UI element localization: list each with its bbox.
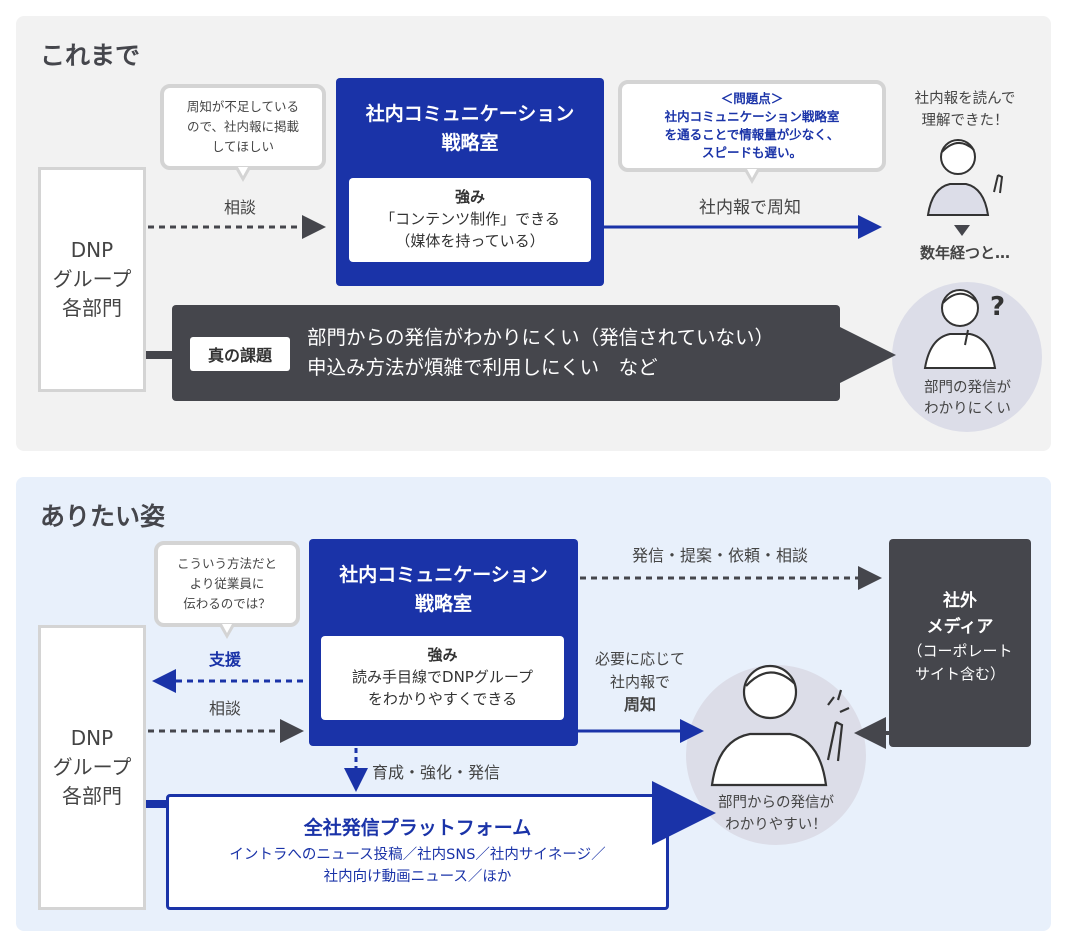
consult-label: 相談 xyxy=(223,198,256,217)
strength-line: 「コンテンツ制作」できる xyxy=(380,210,560,229)
media-sub-line: （コーポレート xyxy=(907,642,1013,660)
strategy-office-box: 社内コミュニケーション 戦略室 強み 「コンテンツ制作」できる （媒体を持ってい… xyxy=(336,78,604,286)
bubble-line: ＜問題点＞ xyxy=(720,90,784,106)
strength-title: 強み xyxy=(427,646,458,665)
idea-bubble: こういう方法だとより従業員に伝わるのでは？ xyxy=(154,541,300,639)
strength-box: 強み 「コンテンツ制作」できる （媒体を持っている） xyxy=(349,178,591,262)
strategy-title: 社内コミュニケーション 戦略室 xyxy=(339,564,548,616)
platform-line: 社内向け動画ニュース／ほか xyxy=(323,869,512,886)
notify-label: 社内報で周知 xyxy=(699,198,801,218)
bubble-line: こういう方法だと xyxy=(176,556,277,571)
bubble-line: ので、社内報に掲載 xyxy=(186,119,299,134)
result-line: わかりにくい xyxy=(924,401,1011,418)
as-needed-line: 社内報で xyxy=(609,672,670,691)
bubble-line: 社内コミュニケーション戦略室 xyxy=(664,108,840,124)
as-needed-line: 必要に応じて xyxy=(594,650,685,668)
strategy-office-box: 社内コミュニケーション 戦略室 強み 読み手目線でDNPグループ をわかりやすく… xyxy=(309,539,578,746)
strength-box: 強み 読み手目線でDNPグループ をわかりやすくできる xyxy=(321,636,564,720)
platform-line: イントラへのニュース投稿／社内SNS／社内サイネージ／ xyxy=(229,847,606,863)
issue-line: 部門からの発信がわかりにくい（発信されていない） xyxy=(307,326,775,349)
consult-label: 相談 xyxy=(208,699,241,718)
bubble-line: スピードも遅い。 xyxy=(701,145,802,161)
platform-box: 全社発信プラットフォーム イントラへのニュース投稿／社内SNS／社内サイネージ／… xyxy=(166,794,669,910)
issue-line: 申込み方法が煩雑で利用しにくい など xyxy=(307,356,658,380)
media-title-line: 社外 xyxy=(943,591,977,611)
result-line: 部門からの発信が xyxy=(718,795,834,811)
bubble-line: より従業員に xyxy=(189,576,265,591)
strength-title: 強み xyxy=(454,188,485,207)
external-media-box: 社外メディア （コーポレートサイト含む） xyxy=(889,539,1031,747)
as-needed-text: 必要に応じて社内報で周知 xyxy=(585,648,695,717)
bubble-line: 伝わるのでは？ xyxy=(183,596,271,611)
reader-line: 社内報を読んで xyxy=(914,91,1016,107)
result-text: 部門からの発信がわかりやすい！ xyxy=(690,793,862,837)
bubble-line: してほしい xyxy=(211,139,275,154)
years-later: 数年経つと… xyxy=(919,244,1010,262)
bubble-line: 周知が不足している xyxy=(186,99,300,114)
strength-line: 読み手目線でDNPグループ xyxy=(352,668,533,687)
support-label: 支援 xyxy=(208,650,241,669)
dept-box: DNP グループ 各部門 xyxy=(38,625,146,910)
request-bubble: 周知が不足しているので、社内報に掲載してほしい xyxy=(160,84,326,182)
result-line: 部門の発信が xyxy=(924,380,1011,396)
problem-bubble: ＜問題点＞ 社内コミュニケーション戦略室を通ることで情報量が少なく、スピードも遅い… xyxy=(618,80,886,184)
reader-text: 社内報を読んで理解できた！ xyxy=(895,89,1035,133)
result-line: わかりやすい！ xyxy=(725,816,827,833)
real-issue-label: 真の課題 xyxy=(190,337,290,371)
after-title: ありたい姿 xyxy=(40,502,166,531)
before-title: これまで xyxy=(40,41,141,70)
outreach-label: 発信・提案・依頼・相談 xyxy=(631,546,808,565)
platform-title: 全社発信プラットフォーム xyxy=(303,817,532,839)
as-needed-bold: 周知 xyxy=(623,695,656,714)
result-text: 部門の発信がわかりにくい xyxy=(895,378,1040,420)
reader-line: 理解できた！ xyxy=(921,112,1009,129)
bubble-line: を通ることで情報量が少なく、 xyxy=(664,127,840,142)
media-title-line: メディア xyxy=(926,616,994,637)
real-issue-text: 部門からの発信がわかりにくい（発信されていない） 申込み方法が煩雑で利用しにくい … xyxy=(307,323,774,383)
strength-line: をわかりやすくできる xyxy=(367,689,518,708)
strength-line: （媒体を持っている） xyxy=(395,231,545,250)
nurture-label: 育成・強化・発信 xyxy=(372,763,501,782)
media-sub-line: サイト含む） xyxy=(914,664,1005,683)
strategy-title: 社内コミュニケーション 戦略室 xyxy=(365,103,575,155)
question-mark-icon: ? xyxy=(990,292,1006,322)
real-issue-bar: 真の課題 部門からの発信がわかりにくい（発信されていない） 申込み方法が煩雑で利用… xyxy=(172,305,840,401)
dept-box: DNP グループ 各部門 xyxy=(38,167,146,392)
